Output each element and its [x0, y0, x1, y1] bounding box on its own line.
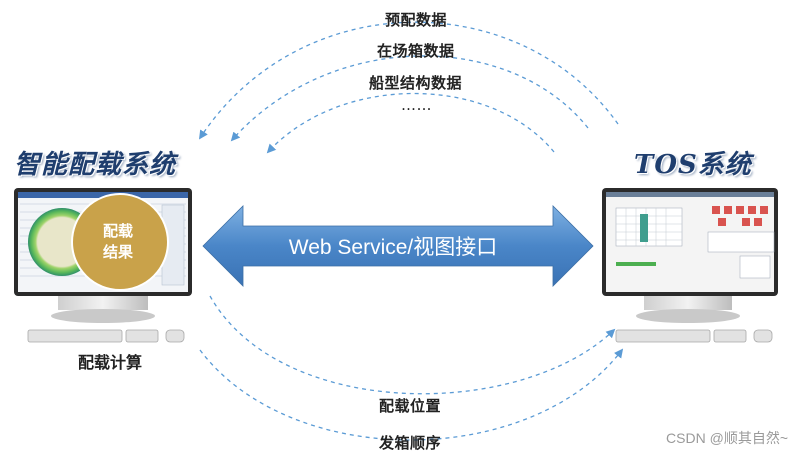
flow-arc-5 [199, 348, 624, 441]
top-flow-arcs [198, 21, 619, 154]
flow-label-stowage-position: 配载位置 [379, 397, 442, 415]
badge-text-line-2: 结果 [102, 243, 133, 261]
left-system-caption: 配载计算 [78, 353, 143, 372]
flow-label-dispatch-order: 发箱顺序 [379, 434, 442, 452]
right-monitor [602, 188, 778, 343]
left-monitor [14, 188, 192, 343]
flow-arc-4 [209, 295, 616, 395]
flow-arc-1 [198, 21, 619, 140]
flow-label-presets: 预配数据 [385, 11, 448, 29]
interface-label: Web Service/视图接口 [288, 236, 498, 259]
watermark: CSDN @顺其自然~ [666, 430, 788, 446]
result-badge [71, 193, 169, 291]
flow-arc-2 [230, 55, 589, 142]
flow-label-ellipsis: …… [401, 96, 432, 114]
bottom-flow-arcs [199, 295, 624, 441]
left-system-title: 智能配载系统 [14, 150, 177, 180]
badge-text-line-1: 配载 [102, 222, 133, 240]
flow-label-ship-structure: 船型结构数据 [369, 74, 463, 92]
flow-label-yard-containers: 在场箱数据 [377, 42, 455, 60]
right-system-title: TOS系统 [634, 150, 752, 180]
interface-arrow [202, 205, 594, 287]
